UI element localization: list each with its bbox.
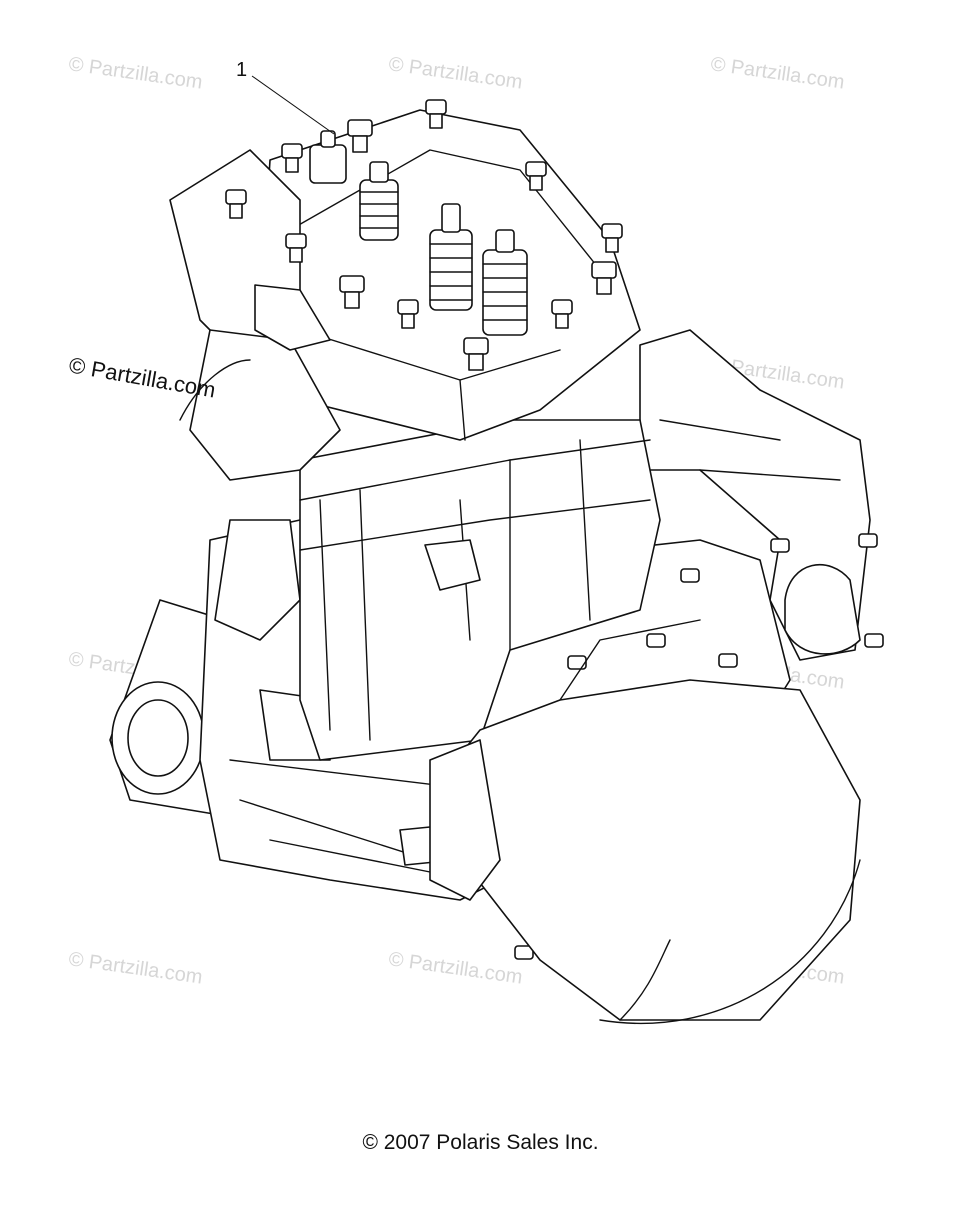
watermark: © Partzilla.com [387,948,524,989]
watermark: © Partzilla.com [67,948,204,989]
watermark: © Partzilla.com [67,53,204,94]
valve-springs [309,130,528,336]
watermark: © Partzilla.com [709,53,846,94]
head-bolts [225,99,623,371]
callout-number: 1 [236,59,247,81]
main-watermark: © Partzilla.com [67,352,217,402]
cylinder-block [299,419,661,761]
copyright-notice: © 2007 Polaris Sales Inc. [362,1131,599,1154]
watermark: © Partzilla.com [387,53,524,94]
exhaust-pipe [639,329,871,661]
callout-leader [251,75,335,135]
recoil-housing [429,619,861,1025]
intake-boot [169,149,341,481]
